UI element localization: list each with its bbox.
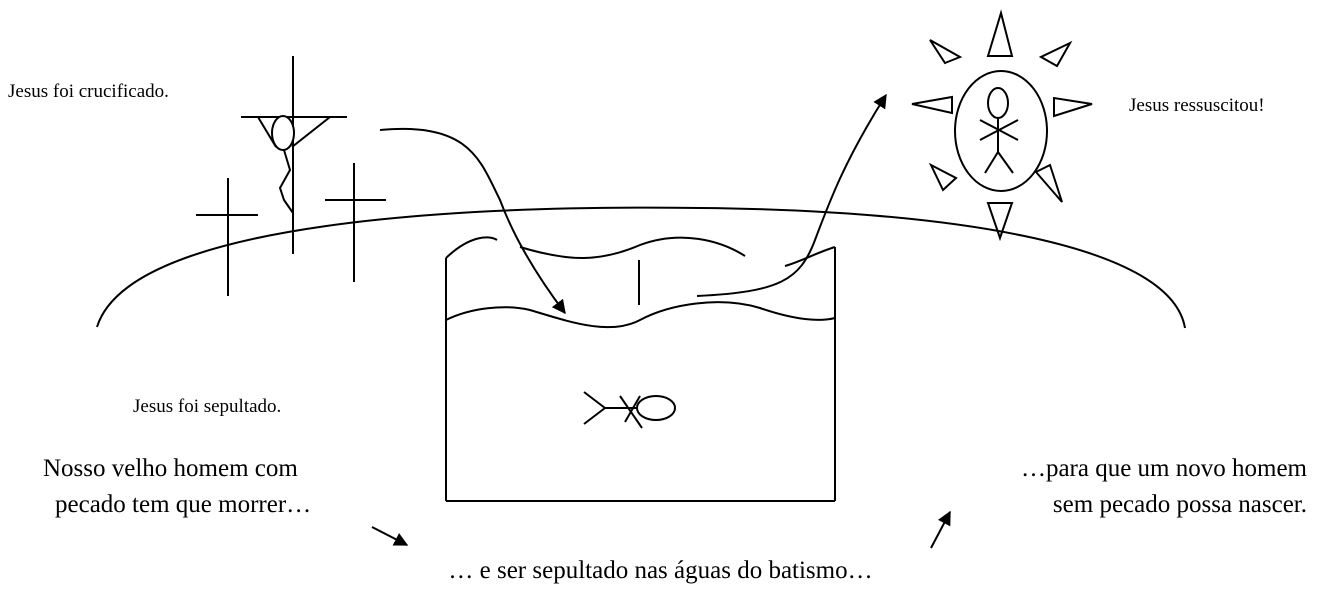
label-crucified: Jesus foi crucificado. (8, 81, 169, 102)
label-new-man-line1: …para que um novo homem (1020, 455, 1307, 482)
sun-risen-figure-icon (911, 9, 1093, 242)
arrow-into-water (379, 127, 566, 315)
label-buried: Jesus foi sepultado. (133, 396, 282, 417)
arrow-to-baptism-caption (371, 526, 409, 546)
left-cross-icon (196, 178, 258, 296)
crucified-figure-icon (241, 56, 347, 254)
label-old-man-line2: pecado tem que morrer… (55, 491, 312, 518)
arrow-out-of-water (696, 93, 887, 297)
label-old-man-line1: Nosso velho homem com (43, 455, 298, 482)
right-cross-icon (325, 163, 386, 282)
hill-arc (96, 206, 1186, 329)
label-new-man-line2: sem pecado possa nascer. (1052, 491, 1307, 518)
label-baptism: … e ser sepultado nas águas do batismo… (448, 557, 873, 584)
baptism-tank (445, 236, 836, 502)
buried-figure-icon (583, 391, 676, 429)
arrow-from-baptism-caption (930, 510, 951, 549)
label-risen: Jesus ressuscitou! (1129, 95, 1265, 116)
